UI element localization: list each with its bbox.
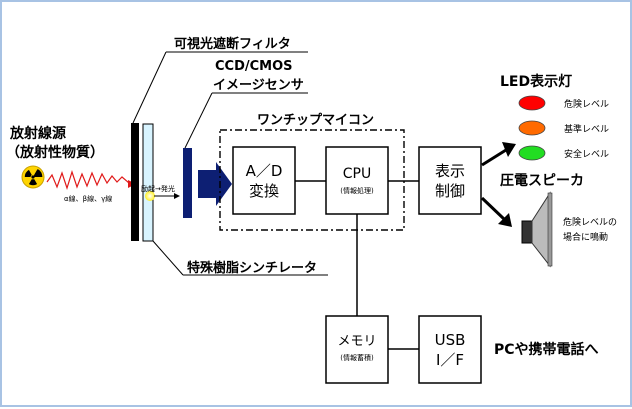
memory-block [325,315,389,384]
led-title: LED表示灯 [500,73,572,90]
radiation-ray-arrow [46,170,136,190]
memory-label-line1: メモリ [337,334,376,349]
emission-glow [145,191,155,201]
speaker-title: 圧電スピーカ [500,172,584,189]
mcu-boundary [219,129,405,231]
source-label-line1: 放射線源 [9,125,66,142]
led-safe-label: 安全レベル [564,148,609,160]
speaker-arrow [480,196,512,227]
source-label-line2: （放射性物質） [6,144,104,161]
image-sensor [183,148,192,218]
adc-label-line1: A／D [246,162,283,180]
display-label-line2: 制御 [435,182,465,200]
rays-label: α線、β線、γ線 [64,194,112,203]
adc-block [232,146,296,215]
cpu-label-line1: CPU [343,166,371,182]
pc-label: PCや携帯電話へ [494,341,599,358]
speaker-note-line2: 場合に鳴動 [563,231,608,243]
scintillator-plate [142,123,154,242]
mcu-label: ワンチップマイコン [257,113,374,128]
usb-label-line2: I／F [436,351,464,369]
visible-light-filter [131,123,139,241]
led-danger-light [518,95,546,111]
sensor-output-arrow [198,162,232,206]
led-danger-label: 危険レベル [564,98,609,110]
radiation-source-icon [21,165,45,189]
sensor-label-line2: イメージセンサ [213,78,304,93]
filter-label: 可視光遮断フィルタ [174,36,291,52]
cpu-block [325,146,389,215]
sensor-label-line1: CCD/CMOS [215,59,293,74]
display-control-block [418,146,482,215]
emission-label: 励起→発光 [141,184,175,193]
cpu-label-line2: (情報処理) [340,186,374,195]
usb-block [418,315,482,384]
usb-label-line1: USB [435,331,466,349]
scintillator-label: 特殊樹脂シンチレータ [187,260,317,276]
led-safe-light [518,145,546,161]
led-standard-label: 基準レベル [564,123,609,135]
speaker-icon [521,191,553,268]
display-label-line1: 表示 [435,162,465,180]
memory-label-line2: (情報蓄積) [340,353,374,362]
led-arrow [481,142,516,167]
led-standard-light [518,120,546,136]
speaker-note-line1: 危険レベルの [563,216,617,228]
adc-label-line2: 変換 [249,182,279,200]
